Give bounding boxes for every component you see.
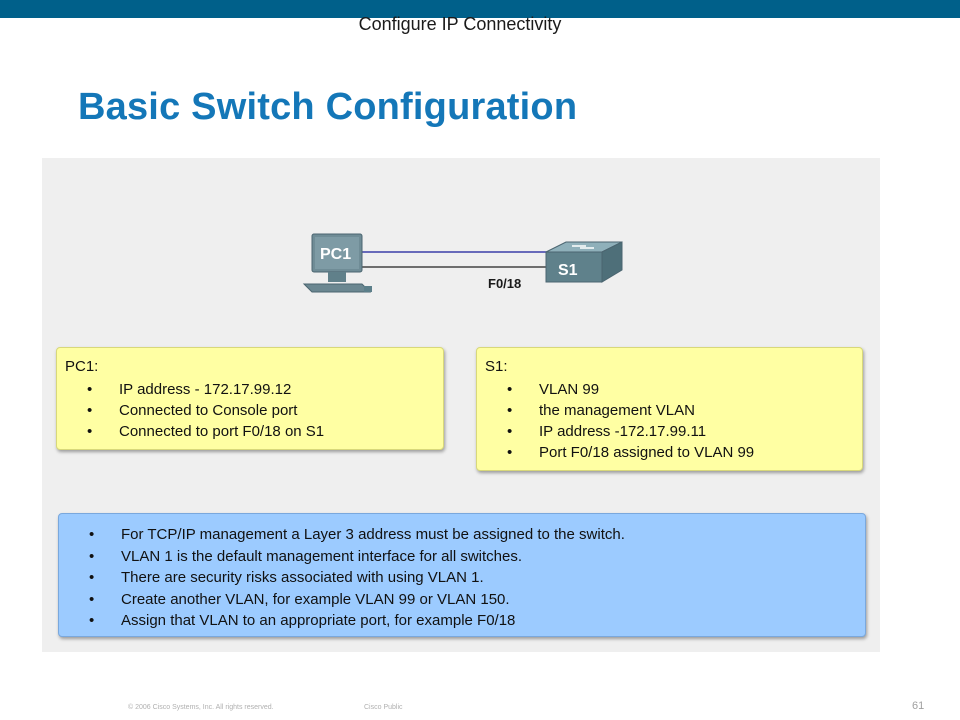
list-item: •VLAN 99	[507, 381, 600, 398]
management-notes-card: •For TCP/IP management a Layer 3 address…	[58, 513, 866, 637]
diagram-title: Configure IP Connectivity	[358, 14, 562, 34]
list-item: •IP address - 172.17.99.12	[87, 381, 292, 398]
top-banner	[0, 0, 960, 18]
switch-label: S1	[558, 262, 578, 279]
pc1-card-title: PC1:	[65, 358, 99, 375]
s1-card-title: S1:	[485, 358, 508, 375]
list-item: •There are security risks associated wit…	[89, 569, 484, 586]
list-item: •For TCP/IP management a Layer 3 address…	[89, 526, 625, 543]
management-notes-list: •For TCP/IP management a Layer 3 address…	[67, 524, 857, 632]
pc-icon	[302, 233, 372, 293]
footer-copyright: © 2006 Cisco Systems, Inc. All rights re…	[128, 704, 274, 711]
list-item: •the management VLAN	[507, 402, 695, 419]
port-label: F0/18	[488, 276, 522, 291]
s1-info-list: •VLAN 99 •the management VLAN •IP addres…	[485, 379, 854, 463]
list-item: •Connected to Console port	[87, 402, 298, 419]
list-item: •Port F0/18 assigned to VLAN 99	[507, 444, 755, 461]
page-number: 61	[912, 700, 925, 712]
slide-title: Basic Switch Configuration	[78, 86, 578, 128]
list-item: •Connected to port F0/18 on S1	[87, 423, 325, 440]
switch-icon	[545, 241, 623, 283]
list-item: •IP address -172.17.99.11	[507, 423, 707, 440]
pc1-info-card: PC1: •IP address - 172.17.99.12 •Connect…	[56, 347, 444, 450]
list-item: •Create another VLAN, for example VLAN 9…	[89, 590, 510, 608]
list-item: •VLAN 1 is the default management interf…	[89, 547, 523, 565]
pc-label: PC1	[320, 246, 352, 263]
pc1-info-list: •IP address - 172.17.99.12 •Connected to…	[65, 379, 435, 442]
network-diagram	[302, 233, 623, 293]
list-item: •Assign that VLAN to an appropriate port…	[89, 612, 516, 629]
footer-classification: Cisco Public	[364, 704, 403, 711]
s1-info-card: S1: •VLAN 99 •the management VLAN •IP ad…	[476, 347, 863, 471]
